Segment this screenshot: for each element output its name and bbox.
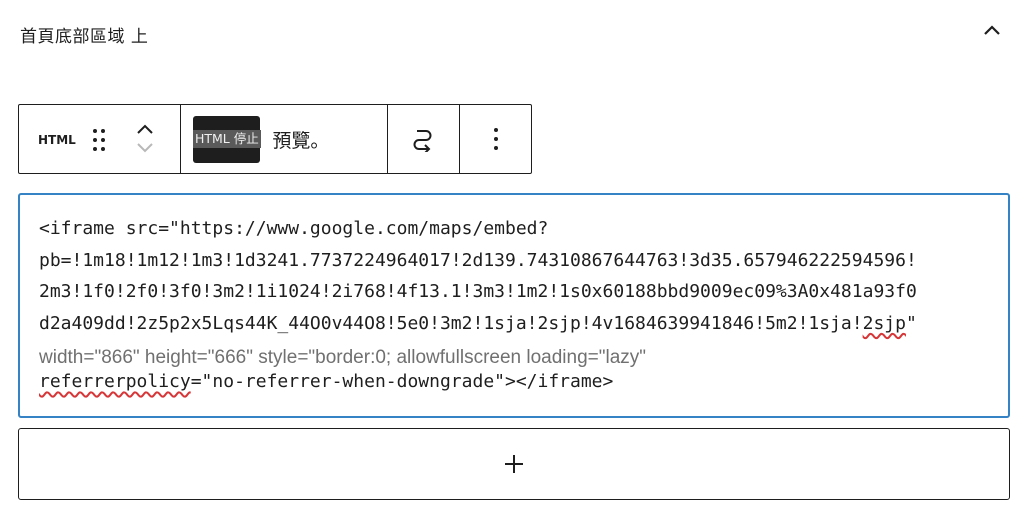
code-line: referrerpolicy="no-referrer-when-downgra… xyxy=(39,371,613,392)
drag-handle-icon xyxy=(93,129,105,151)
panel-title: 首頁底部區域 上 xyxy=(20,27,149,47)
spellcheck-error: 2sjp xyxy=(862,312,906,334)
more-vertical-icon xyxy=(493,128,498,150)
code-line: 2m3!1f0!2f0!3f0!3m2!1i1024!2i768!4f13.1!… xyxy=(39,281,917,302)
code-segment: d2a409dd!2z5p2x5Lqs44K_44O0v44O8!5e0!3m2… xyxy=(39,312,863,334)
move-down-button[interactable] xyxy=(133,139,157,159)
transform-button[interactable] xyxy=(410,126,436,152)
transform-icon xyxy=(413,130,432,152)
code-segment: " xyxy=(905,312,917,334)
code-line: <iframe src="https://www.google.com/maps… xyxy=(39,218,549,239)
chevron-up-icon xyxy=(984,25,1000,35)
spellcheck-error: referrerpolicy xyxy=(39,371,191,392)
html-mode-group: HTML 停止 預覽。 xyxy=(180,105,386,173)
html-toggle-label: HTML 停止 xyxy=(192,130,261,148)
block-toolbar: HTML HTML 停止 預覽。 xyxy=(18,104,532,174)
collapse-panel-button[interactable] xyxy=(978,16,1006,44)
add-block-button[interactable] xyxy=(18,428,1010,500)
code-text: <iframe src="https://www.google.com/maps… xyxy=(39,213,999,339)
block-mover xyxy=(133,119,157,163)
code-attributes-line: width="866" height="666" style="border:0… xyxy=(39,347,647,368)
html-toggle-button[interactable]: HTML 停止 xyxy=(192,115,261,163)
code-line: d2a409dd!2z5p2x5Lqs44K_44O0v44O8!5e0!3m2… xyxy=(39,308,999,340)
move-up-button[interactable] xyxy=(133,119,157,139)
options-group xyxy=(459,105,531,173)
block-switcher-group: HTML xyxy=(19,105,180,173)
transform-group xyxy=(386,105,460,173)
code-segment: ="no-referrer-when-downgrade"></iframe> xyxy=(190,371,614,392)
more-options-button[interactable] xyxy=(492,126,500,152)
preview-button[interactable]: 預覽。 xyxy=(272,129,330,152)
code-line: pb=!1m18!1m12!1m3!1d3241.7737224964017!2… xyxy=(39,249,917,271)
html-code-editor[interactable]: <iframe src="https://www.google.com/maps… xyxy=(18,193,1010,418)
plus-icon xyxy=(505,455,523,473)
block-type-label[interactable]: HTML xyxy=(38,133,76,147)
chevron-down-icon xyxy=(137,143,153,153)
chevron-up-icon xyxy=(137,124,153,134)
drag-handle-button[interactable] xyxy=(91,127,107,153)
